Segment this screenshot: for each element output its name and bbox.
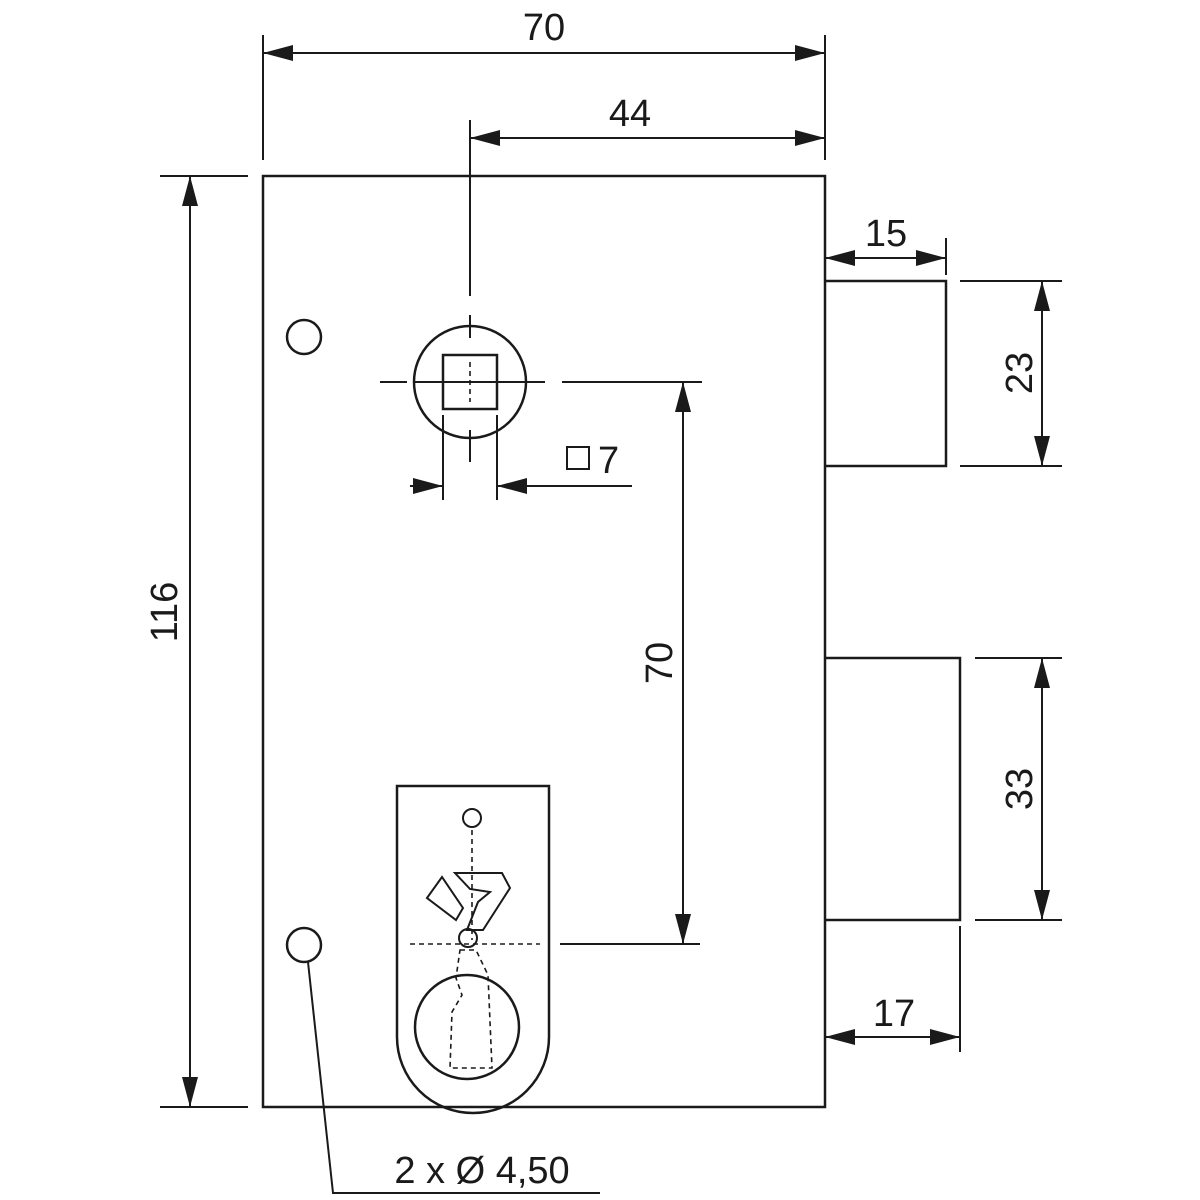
dim-bolt-projection	[824, 926, 961, 1052]
square-symbol-icon	[566, 446, 590, 470]
dim-label-overall-width: 70	[523, 7, 565, 49]
dim-label-height: 116	[144, 582, 186, 643]
dim-label-spindle-offset: 44	[609, 93, 651, 135]
dim-overall-width	[262, 35, 826, 160]
dead-bolt	[825, 656, 962, 922]
dim-spindle-offset	[470, 130, 825, 146]
dim-label-latch-projection: 15	[865, 213, 907, 255]
keyhole-escutcheon	[395, 784, 551, 1115]
dim-label-latch-height: 23	[999, 352, 1041, 394]
mounting-hole-top	[285, 318, 323, 356]
dim-latch-projection	[824, 238, 947, 275]
lock-case-outline	[261, 174, 827, 1109]
dim-label-spindle-square: 7	[598, 440, 619, 482]
spindle-follower	[380, 120, 702, 462]
dim-label-mounting-holes: 2 x Ø 4,50	[394, 1150, 569, 1192]
dim-bolt-height	[975, 657, 1062, 921]
dim-latch-height	[960, 280, 1062, 467]
mounting-hole-leader	[307, 961, 600, 1194]
dim-spindle-square	[410, 415, 632, 500]
dim-label-bolt-height: 33	[999, 768, 1041, 810]
dim-label-bolt-projection: 17	[873, 993, 915, 1035]
mounting-hole-bottom	[285, 926, 323, 964]
latch-bolt	[825, 279, 948, 468]
dim-label-spindle-to-keyhole: 70	[639, 642, 681, 684]
dim-height	[160, 175, 248, 1108]
dim-spindle-to-keyhole	[560, 382, 700, 945]
